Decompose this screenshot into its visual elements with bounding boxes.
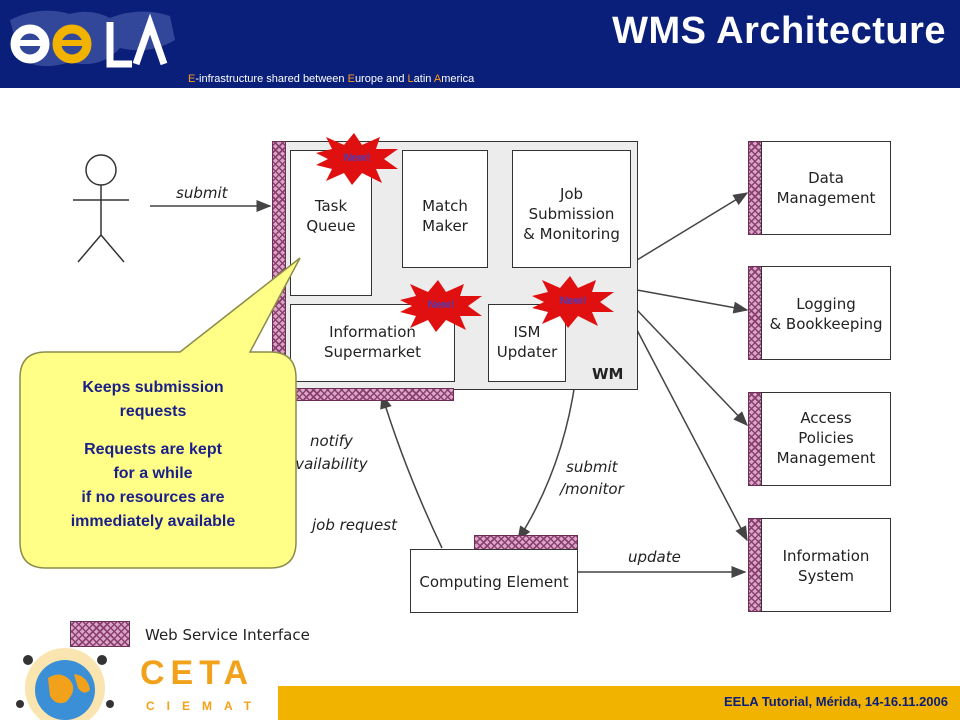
data-management-box: [761, 141, 891, 235]
eela-logo: [10, 10, 175, 68]
match-maker-label: Match Maker: [422, 197, 468, 235]
availability-label: availability: [286, 455, 368, 473]
callout-line: immediately available: [70, 513, 236, 530]
callout-text: Keeps submission requests Requests are k…: [18, 376, 288, 534]
ceta-wordmark: CETA: [140, 654, 254, 692]
submit-monitor-label-2: /monitor: [560, 480, 624, 498]
new-burst-icon: [532, 276, 614, 328]
information-system-label: Information System: [782, 547, 870, 585]
computing-element-box: [410, 549, 578, 613]
access-policies-label: Access Policies Management: [776, 409, 876, 467]
subtitle-part: merica: [441, 73, 475, 85]
header-subtitle: E-infrastructure shared between Europe a…: [188, 73, 474, 85]
ciemat-wordmark: CIEMAT: [146, 699, 263, 713]
footer-bar: [278, 686, 960, 720]
update-label: update: [628, 548, 681, 566]
match-maker-box: [402, 150, 488, 268]
wm-web-service-interface: [272, 141, 286, 390]
data-management-wsi: [748, 141, 762, 235]
access-policies-box: [761, 392, 891, 486]
job-submission-label: Job Submission & Monitoring: [523, 185, 620, 243]
callout-line: for a while: [113, 465, 193, 482]
ce-web-service-interface: [474, 535, 578, 550]
ism-updater-box: [488, 304, 566, 382]
wm-label: WM: [592, 365, 624, 383]
job-submission-box: [512, 150, 631, 268]
callout-line: Keeps submission: [82, 379, 224, 396]
new-badge-label: New!: [427, 299, 455, 311]
subtitle-part: A: [433, 73, 442, 85]
information-supermarket-label: Information Supermarket: [324, 323, 421, 361]
access-policies-wsi: [748, 392, 762, 486]
subtitle-part: atin: [413, 73, 434, 85]
submit-label: submit: [176, 184, 228, 202]
notify-label: notify: [310, 432, 353, 450]
callout-line: requests: [119, 403, 187, 420]
ceta-ciemat-logo: CETA CIEMAT: [16, 648, 263, 720]
footer-text: EELA Tutorial, Mérida, 14-16.11.2006: [724, 694, 948, 709]
computing-element-label: Computing Element: [419, 573, 569, 591]
data-management-label: Data Management: [776, 169, 876, 207]
new-burst-icon: [316, 133, 398, 185]
new-badge-label: New!: [559, 295, 587, 307]
new-badge-label: New!: [343, 152, 371, 164]
page-title: WMS Architecture: [612, 10, 946, 52]
subtitle-part: E: [347, 73, 355, 85]
callout-line: Requests are kept: [84, 441, 222, 458]
subtitle-part: urope and: [354, 73, 408, 85]
information-system-box: [761, 518, 891, 612]
user-figure: [73, 154, 129, 263]
task-queue-label: Task Queue: [306, 197, 356, 235]
subtitle-part: -infrastructure shared between: [195, 73, 348, 85]
subtitle-part: E: [188, 73, 196, 85]
subtitle-part: L: [407, 73, 414, 85]
job-request-label: job request: [312, 516, 397, 534]
logging-box: [761, 266, 891, 360]
legend-label: Web Service Interface: [145, 626, 310, 644]
ism-updater-label: ISM Updater: [496, 323, 558, 361]
submit-monitor-label-1: submit: [566, 458, 618, 476]
logging-label: Logging & Bookkeeping: [769, 295, 883, 333]
callout-line: if no resources are: [81, 489, 225, 506]
new-burst-icon: [400, 280, 482, 332]
legend-swatch: [70, 621, 130, 647]
